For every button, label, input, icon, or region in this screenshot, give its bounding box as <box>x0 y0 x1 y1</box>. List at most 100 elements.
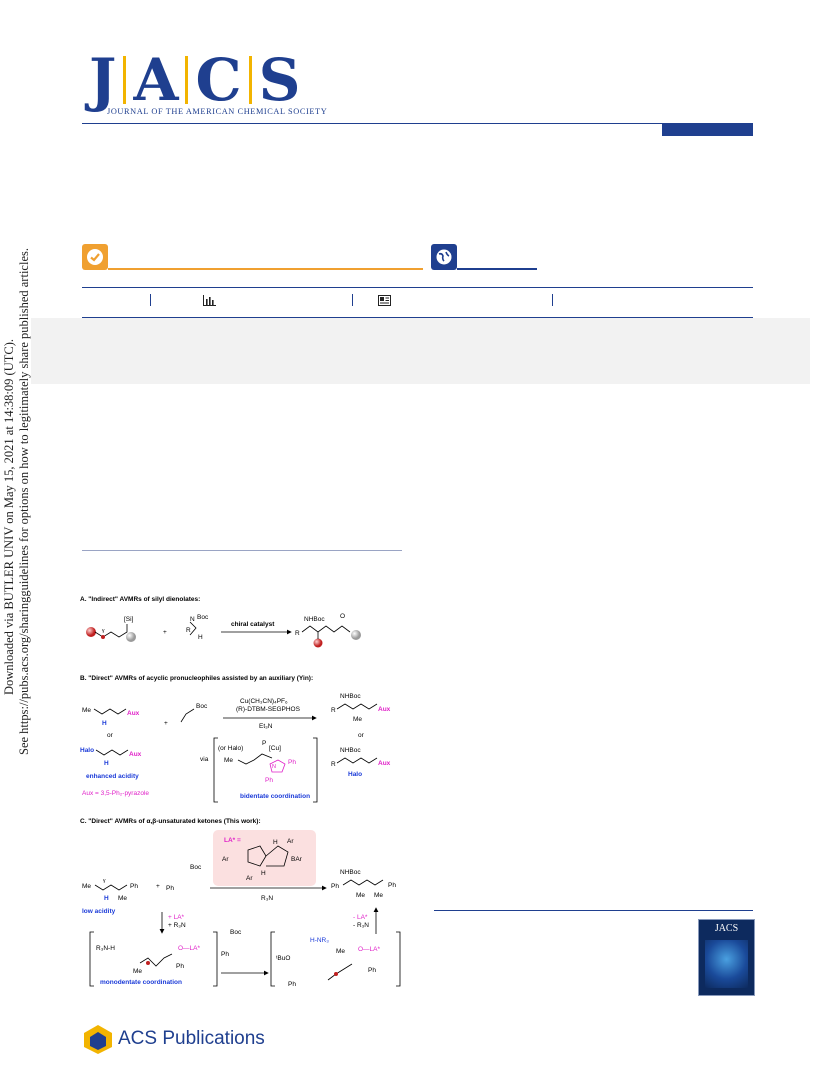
b-product-aux-2: Aux <box>378 760 391 767</box>
acs-hexagon-icon <box>84 1025 112 1054</box>
c-imine-ph: Ph <box>166 885 174 892</box>
c-product-ph-2: Ph <box>388 882 396 889</box>
globe-badge[interactable] <box>431 244 457 270</box>
section-b-title: B. "Direct" AVMRs of acyclic pronucleoph… <box>80 675 313 682</box>
imine-boc-a: Boc <box>197 614 209 621</box>
c-h-2: H <box>261 870 266 877</box>
cover-art <box>705 940 748 988</box>
c-r3nh: R₃N-H <box>96 945 115 952</box>
article-type-tab <box>662 123 753 136</box>
cover-title: JACS <box>714 923 739 934</box>
b-cu: [Cu] <box>269 745 281 752</box>
section-rule <box>82 550 402 551</box>
b-via: via <box>200 756 209 763</box>
product-o-a: O <box>340 613 345 620</box>
logo-letter-s: S <box>258 46 301 114</box>
imine-n-a: N <box>190 616 195 623</box>
b-ph-2: Ph <box>265 777 273 784</box>
b-halo: Halo <box>80 747 94 754</box>
b-product-nhboc-2: NHBoc <box>340 747 361 754</box>
c-plus-la: + LA* <box>168 914 185 921</box>
silyl-label: [Si] <box>124 616 134 623</box>
b-p: P <box>262 740 266 747</box>
metrics-divider <box>352 294 353 306</box>
c-product-nhboc: NHBoc <box>340 869 361 876</box>
c-h: H <box>104 895 109 902</box>
globe-line <box>457 268 537 270</box>
b-me: Me <box>82 707 91 714</box>
c-product-ph-1: Ph <box>331 883 339 890</box>
metrics-bottom-rule <box>82 317 753 318</box>
c-ph-5: Ph <box>288 981 296 988</box>
b-enhanced: enhanced acidity <box>86 773 139 780</box>
c-product-me-2: Me <box>374 892 383 899</box>
c-hnr3: H-NR₃ <box>310 937 329 944</box>
imine-h-a: H <box>198 634 203 641</box>
publisher-name[interactable]: ACS Publications <box>118 1028 265 1049</box>
c-boc-2: Boc <box>230 929 242 936</box>
c-h-1: H <box>273 839 278 846</box>
globe-icon <box>436 249 452 265</box>
b-cond-1: Cu(CH₃CN)₄PF₆ <box>240 698 288 705</box>
article-icon[interactable] <box>378 295 391 306</box>
journal-cover-thumbnail[interactable]: JACS <box>698 919 755 996</box>
c-la-label: LA* = <box>224 837 241 844</box>
b-product-r-2: R <box>331 761 336 768</box>
b-h-2: H <box>104 760 109 767</box>
c-ph-4: Ph <box>221 951 229 958</box>
metrics-top-rule <box>82 287 753 288</box>
c-me: Me <box>82 883 91 890</box>
b-product-aux-1: Aux <box>378 706 391 713</box>
sharing-notice: See https://pubs.acs.org/sharingguidelin… <box>17 248 31 755</box>
plus-a: + <box>163 629 167 636</box>
metrics-divider <box>150 294 151 306</box>
c-tbuo: ᵗBuO <box>276 955 290 962</box>
b-h: H <box>102 720 107 727</box>
b-me-2: Me <box>224 757 233 764</box>
metrics-divider <box>552 294 553 306</box>
c-me-3: Me <box>133 968 142 975</box>
c-low-acidity: low acidity <box>82 908 116 915</box>
plus-b: + <box>164 720 168 727</box>
reaction-scheme: A. "Indirect" AVMRs of silyl dienolates:… <box>80 596 401 988</box>
b-boc: Boc <box>196 703 208 710</box>
plus-c: + <box>156 883 160 890</box>
open-access-badge[interactable] <box>82 244 108 270</box>
c-r3n: R₃N <box>261 895 273 902</box>
gamma-label-a: γ <box>102 628 105 634</box>
bar-chart-icon[interactable] <box>203 295 216 306</box>
journal-logo: J A C S <box>82 50 308 110</box>
b-product-me: Me <box>353 716 362 723</box>
b-aux-def: Aux = 3,5-Ph₂-pyrazole <box>82 790 149 797</box>
open-access-line <box>108 268 423 270</box>
c-monodentate: monodentate coordination <box>100 979 182 986</box>
b-or-2: or <box>358 732 365 739</box>
b-n: N <box>272 764 276 770</box>
c-ar-2: Ar <box>246 875 253 882</box>
logo-letter-c: C <box>195 46 242 114</box>
c-bar2: BAr <box>291 856 303 863</box>
logo-divider <box>123 56 127 104</box>
logo-letter-a: A <box>133 46 179 114</box>
header-rule <box>82 123 753 124</box>
c-ph-3: Ph <box>176 963 184 970</box>
c-minus-la: - LA* <box>353 914 368 921</box>
c-me-2: Me <box>118 895 127 902</box>
b-cond-3: Et₃N <box>259 723 273 730</box>
imine-r-a: R <box>186 627 191 634</box>
c-ar2b: Ar <box>222 856 229 863</box>
abstract-band <box>31 318 810 384</box>
b-product-r-1: R <box>331 707 336 714</box>
checkmark-icon <box>87 249 103 265</box>
b-aux-2: Aux <box>129 751 142 758</box>
logo-divider <box>248 56 252 104</box>
download-notice: Downloaded via BUTLER UNIV on May 15, 20… <box>2 339 16 695</box>
b-ph-1: Ph <box>288 759 296 766</box>
b-aux: Aux <box>127 710 140 717</box>
c-me-4: Me <box>336 948 345 955</box>
c-ola-2: O—LA* <box>358 946 381 953</box>
logo-divider <box>185 56 189 104</box>
c-imine-boc: Boc <box>190 864 202 871</box>
b-or-1: or <box>107 732 114 739</box>
section-c-title: C. "Direct" AVMRs of α,β-unsaturated ket… <box>80 818 261 825</box>
